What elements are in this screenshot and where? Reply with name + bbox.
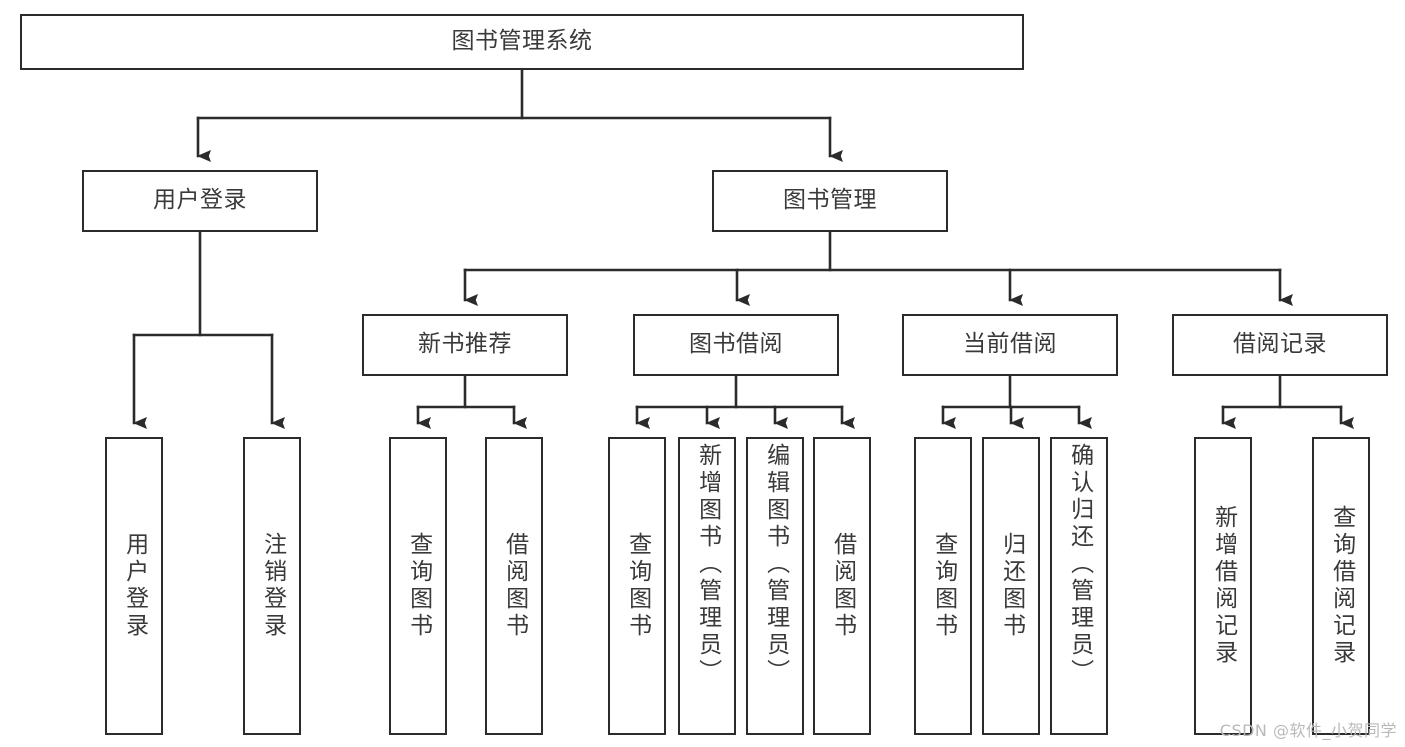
node-leaf-add-record[interactable]: 新增借阅记录	[1194, 437, 1252, 735]
node-leaf-query-book-3[interactable]: 查询图书	[914, 437, 972, 735]
node-leaf-borrow-book-2-label: 借阅图书	[829, 532, 856, 640]
node-leaf-logout[interactable]: 注销登录	[243, 437, 301, 735]
node-leaf-query-record[interactable]: 查询借阅记录	[1312, 437, 1370, 735]
node-leaf-query-book-3-label: 查询图书	[930, 532, 957, 640]
node-book-borrow-label: 图书借阅	[689, 331, 783, 358]
node-new-book-recommend[interactable]: 新书推荐	[362, 314, 568, 376]
node-leaf-query-book-2-label: 查询图书	[624, 532, 651, 640]
node-leaf-edit-book[interactable]: 编辑图书（管理员）	[746, 437, 804, 735]
node-borrow-record-label: 借阅记录	[1233, 331, 1327, 358]
node-book-borrow[interactable]: 图书借阅	[633, 314, 839, 376]
watermark-text: CSDN @软件_小贺同学	[1219, 721, 1397, 740]
node-leaf-query-record-label: 查询借阅记录	[1328, 505, 1355, 667]
node-root-label: 图书管理系统	[451, 28, 593, 55]
node-leaf-add-book[interactable]: 新增图书（管理员）	[678, 437, 736, 735]
node-leaf-confirm-return[interactable]: 确认归还（管理员）	[1050, 437, 1108, 735]
node-leaf-add-record-label: 新增借阅记录	[1210, 505, 1237, 667]
node-current-borrow[interactable]: 当前借阅	[902, 314, 1118, 376]
node-leaf-edit-book-label: 编辑图书（管理员）	[762, 443, 789, 686]
node-leaf-borrow-book-2[interactable]: 借阅图书	[813, 437, 871, 735]
node-leaf-user-login[interactable]: 用户登录	[105, 437, 163, 735]
node-leaf-return-book[interactable]: 归还图书	[982, 437, 1040, 735]
node-leaf-confirm-return-label: 确认归还（管理员）	[1066, 443, 1093, 686]
node-leaf-borrow-book-1-label: 借阅图书	[501, 532, 528, 640]
node-leaf-borrow-book-1[interactable]: 借阅图书	[485, 437, 543, 735]
node-user-login-label: 用户登录	[153, 187, 247, 214]
node-leaf-query-book-1-label: 查询图书	[405, 532, 432, 640]
node-leaf-user-login-label: 用户登录	[121, 532, 148, 640]
node-leaf-query-book-1[interactable]: 查询图书	[389, 437, 447, 735]
node-new-book-recommend-label: 新书推荐	[418, 331, 512, 358]
node-user-login[interactable]: 用户登录	[82, 170, 318, 232]
node-leaf-return-book-label: 归还图书	[998, 532, 1025, 640]
node-current-borrow-label: 当前借阅	[963, 331, 1057, 358]
node-leaf-query-book-2[interactable]: 查询图书	[608, 437, 666, 735]
node-book-manage-label: 图书管理	[783, 187, 877, 214]
node-book-manage[interactable]: 图书管理	[712, 170, 948, 232]
node-leaf-add-book-label: 新增图书（管理员）	[694, 443, 721, 686]
node-leaf-logout-label: 注销登录	[259, 532, 286, 640]
node-root[interactable]: 图书管理系统	[20, 14, 1024, 70]
node-borrow-record[interactable]: 借阅记录	[1172, 314, 1388, 376]
